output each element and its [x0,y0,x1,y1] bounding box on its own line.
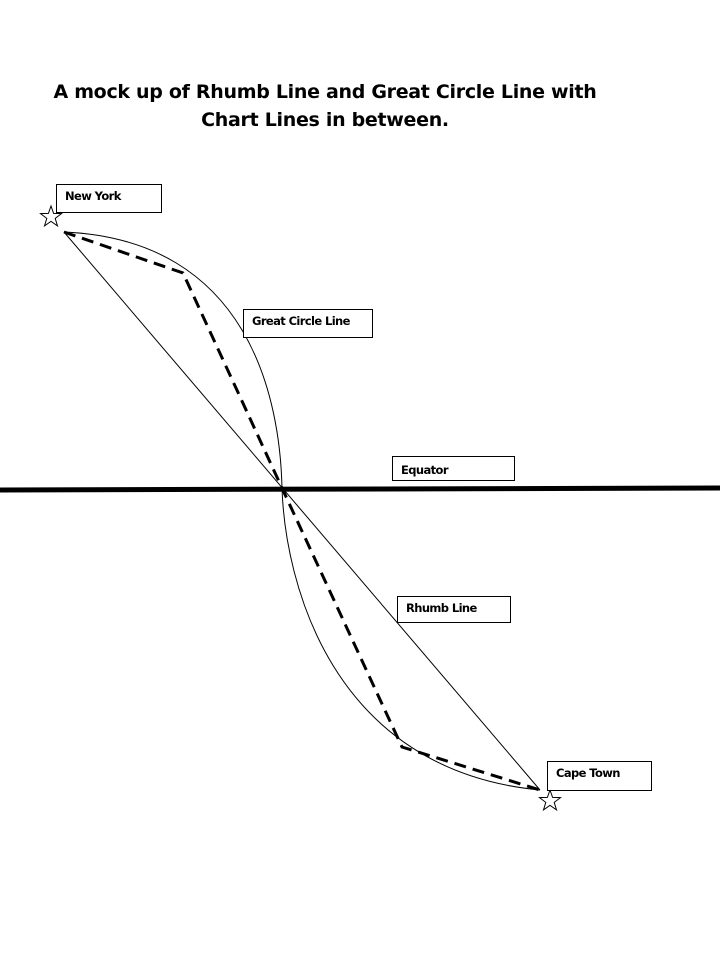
great-circle-label: Great Circle Line [243,309,373,338]
equator-label: Equator [392,456,515,481]
rhumb-line-label: Rhumb Line [397,596,511,623]
rhumb-line [63,231,541,791]
new-york-star-icon [39,204,63,228]
diagram-title: A mock up of Rhumb Line and Great Circle… [40,78,610,134]
cape-town-star-icon [538,788,562,812]
new-york-label: New York [56,184,162,213]
title-line-1: A mock up of Rhumb Line and Great Circle… [53,81,597,103]
cape-town-label: Cape Town [547,761,652,791]
chart-lines [63,230,541,792]
equator-line [0,485,720,493]
title-line-2: Chart Lines in between. [201,109,449,131]
